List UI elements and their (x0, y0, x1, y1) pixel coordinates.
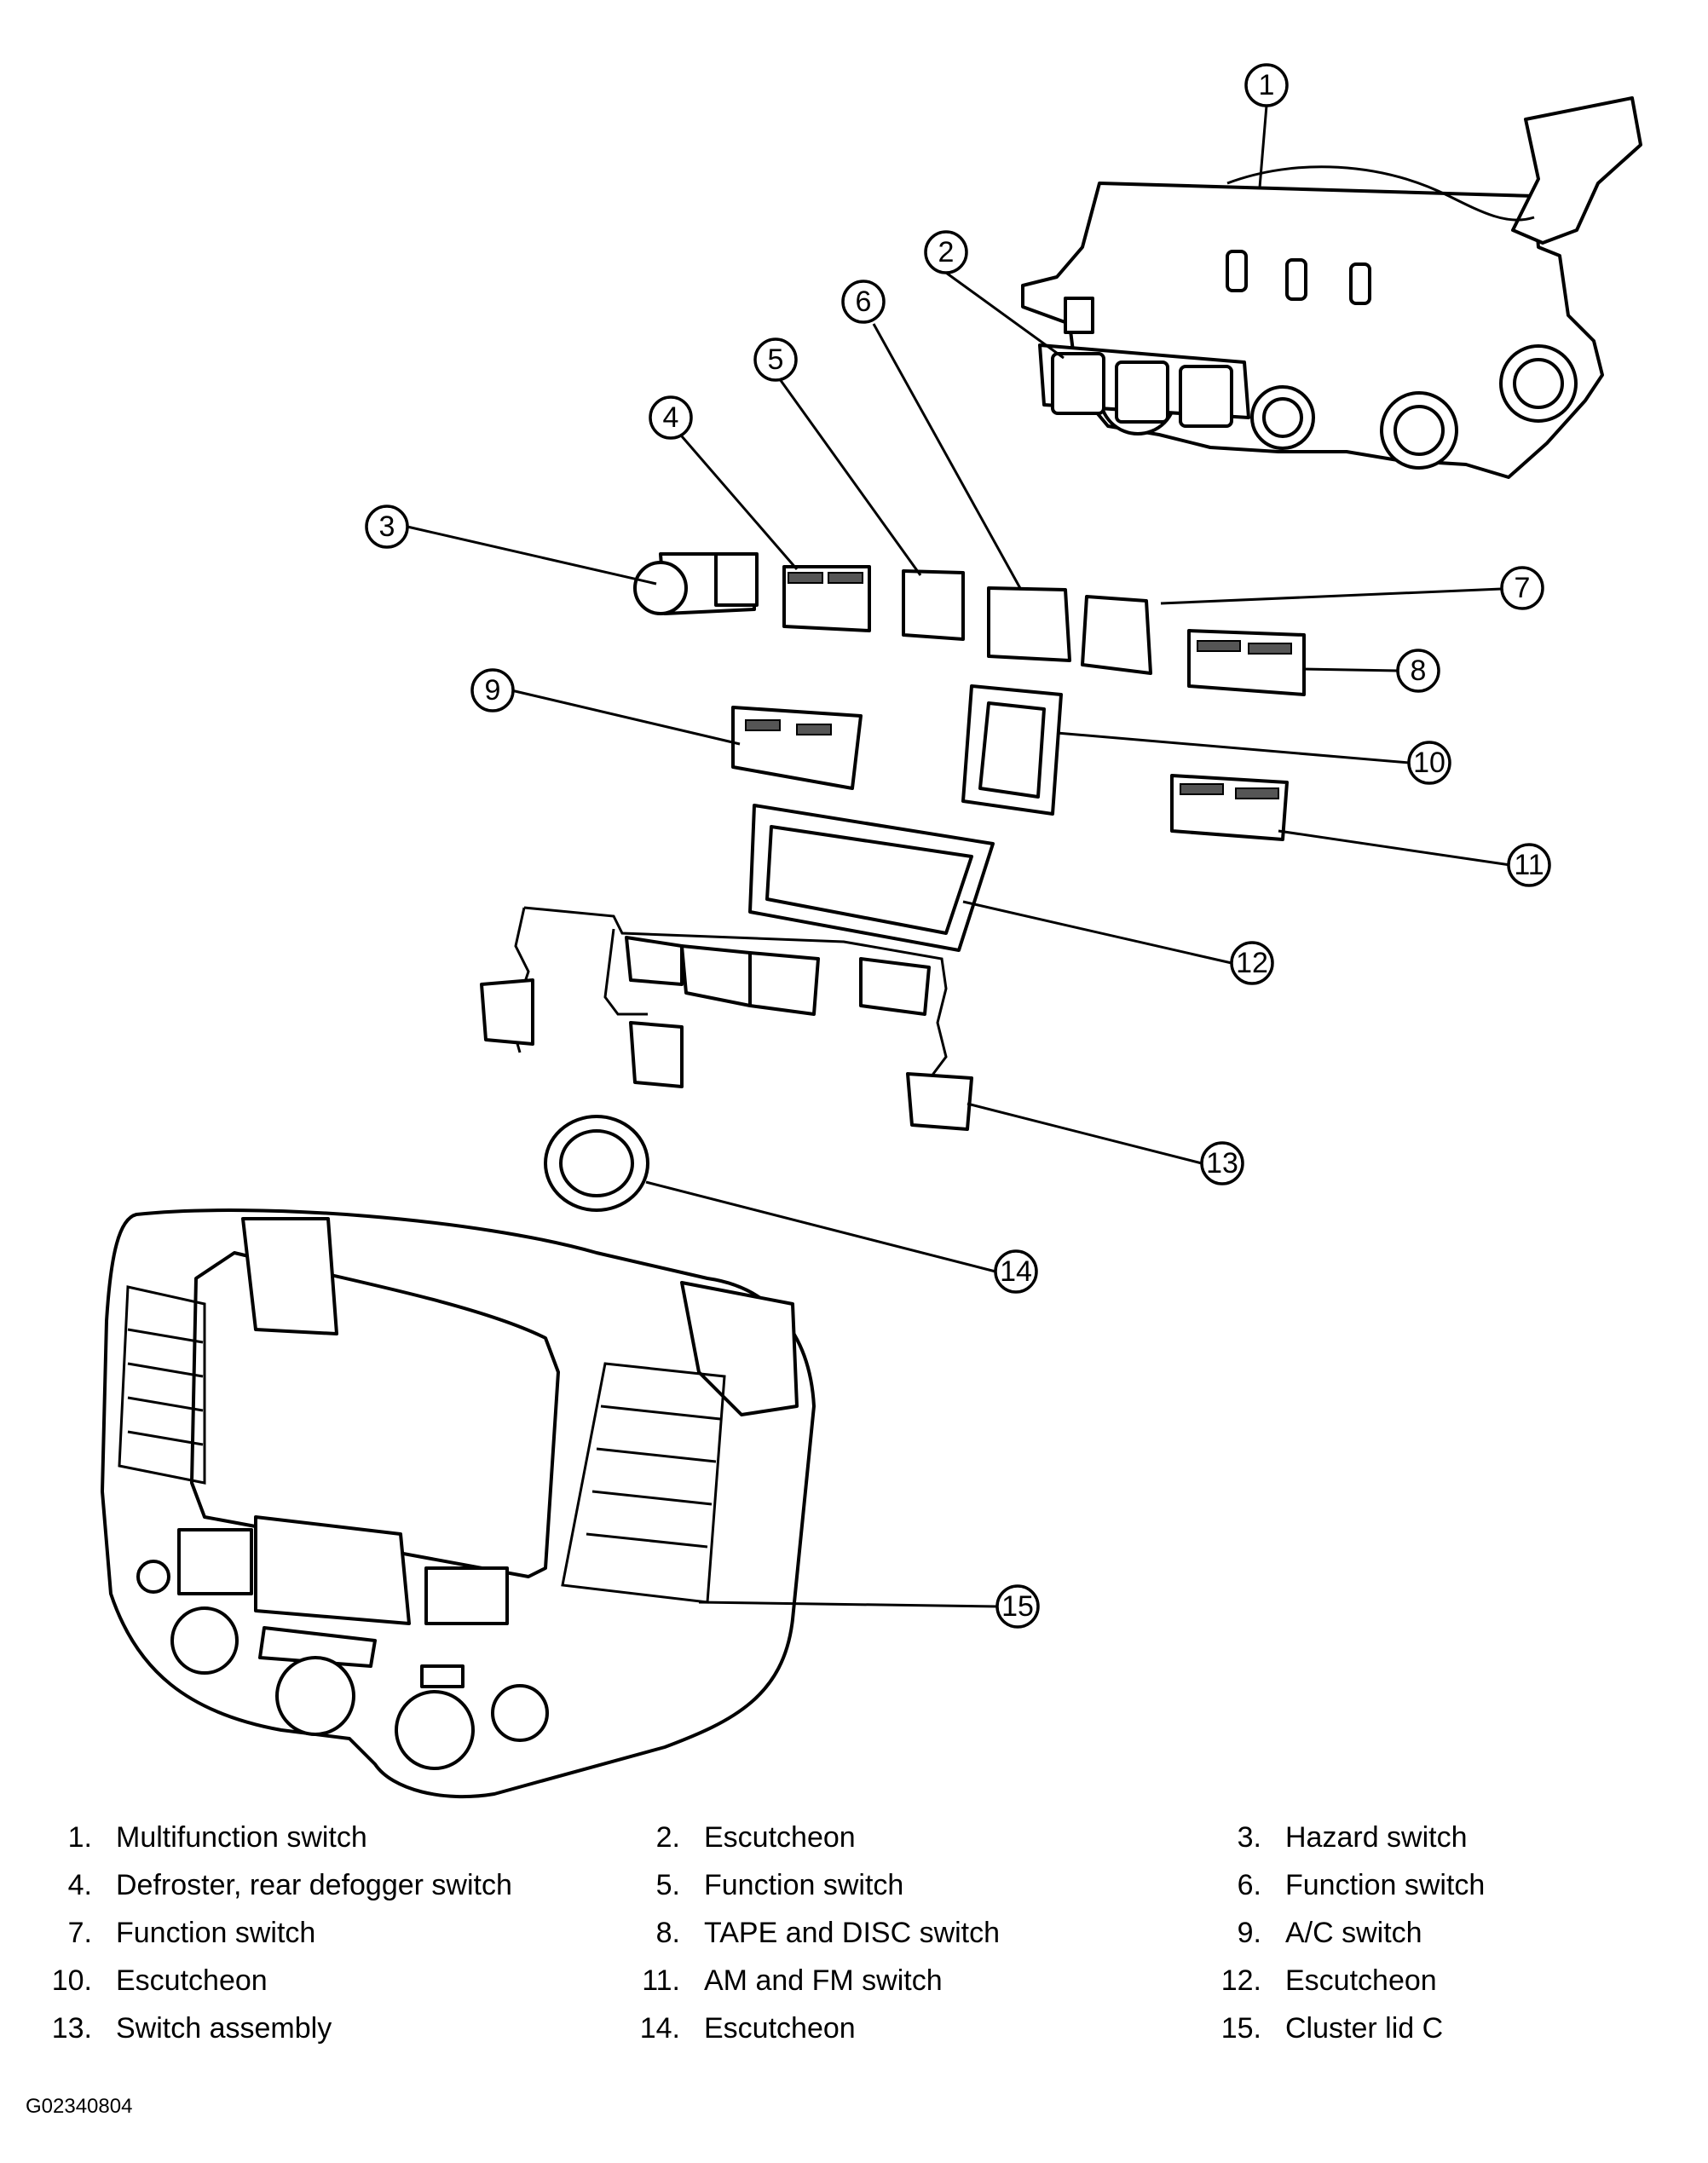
part-multifunction-switch (1021, 96, 1642, 479)
svg-text:4: 4 (663, 401, 679, 434)
legend-item-6: 6. Function switch (1195, 1861, 1486, 1909)
legend-number: 7. (67, 1917, 92, 1949)
callout-15: 15 (995, 1584, 1040, 1629)
legend-item-4: 4. Defroster, rear defogger switch (26, 1861, 512, 1909)
callout-10: 10 (1407, 741, 1451, 785)
callout-7: 7 (1500, 566, 1544, 610)
part-function-switch-5 (902, 569, 965, 641)
legend-number: 10. (51, 1964, 92, 1997)
legend-number: 1. (67, 1821, 92, 1854)
part-defroster-switch (782, 565, 871, 632)
legend-item-12: 12. Escutcheon (1195, 1957, 1437, 2004)
legend-label: Switch assembly (116, 2012, 332, 2045)
svg-text:9: 9 (485, 674, 501, 707)
legend-number: 11. (642, 1964, 680, 1997)
callout-12: 12 (1230, 941, 1274, 985)
legend-label: Escutcheon (704, 1821, 856, 1854)
legend-label: Escutcheon (704, 2012, 856, 2045)
part-escutcheon-2 (1038, 343, 1250, 428)
svg-text:10: 10 (1413, 747, 1445, 779)
part-escutcheon-14 (544, 1115, 649, 1212)
legend-number: 5. (655, 1869, 680, 1901)
callout-5: 5 (753, 337, 798, 382)
svg-text:15: 15 (1001, 1590, 1034, 1623)
legend-row: 10. Escutcheon 11. AM and FM switch 12. Esc… (26, 1957, 1688, 2004)
svg-text:5: 5 (768, 343, 784, 376)
part-cluster-lid-c (101, 1208, 816, 1799)
callout-9: 9 (470, 668, 515, 712)
legend-label: AM and FM switch (704, 1964, 943, 1997)
callout-11: 11 (1507, 843, 1551, 887)
part-switch-assembly (480, 906, 973, 1131)
legend-label: Function switch (704, 1869, 904, 1901)
part-tape-disc-switch (1187, 629, 1306, 696)
legend-number: 6. (1237, 1869, 1261, 1901)
legend-row: 1. Multifunction switch 2. Escutcheon 3. Ha… (26, 1814, 1688, 1861)
part-function-switch-6 (987, 586, 1071, 662)
legend-number: 12. (1220, 1964, 1261, 1997)
legend-label: Escutcheon (116, 1964, 268, 1997)
legend-label: A/C switch (1285, 1917, 1422, 1949)
callout-13: 13 (1200, 1141, 1244, 1185)
legend-number: 2. (655, 1821, 680, 1854)
callout-1: 1 (1244, 63, 1289, 107)
svg-text:12: 12 (1236, 947, 1268, 979)
legend-item-3: 3. Hazard switch (1195, 1814, 1468, 1861)
figure-id: G02340804 (26, 2095, 133, 2118)
legend-number: 13. (51, 2012, 92, 2045)
legend-item-8: 8. TAPE and DISC switch (614, 1909, 1000, 1957)
parts-legend: 1. Multifunction switch 2. Escutcheon 3. Ha… (26, 1814, 1688, 2052)
legend-label: TAPE and DISC switch (704, 1917, 1001, 1949)
legend-item-15: 15. Cluster lid C (1195, 2004, 1443, 2052)
legend-item-5: 5. Function switch (614, 1861, 904, 1909)
legend-number: 3. (1237, 1821, 1261, 1854)
callout-14: 14 (994, 1249, 1038, 1294)
legend-label: Escutcheon (1285, 1964, 1437, 1997)
legend-number: 14. (639, 2012, 680, 2045)
legend-row: 4. Defroster, rear defogger switch 5. Func… (26, 1861, 1688, 1909)
legend-label: Hazard switch (1285, 1821, 1468, 1854)
legend-item-14: 14. Escutcheon (614, 2004, 856, 2052)
callout-6: 6 (841, 280, 886, 324)
legend-item-13: 13. Switch assembly (26, 2004, 332, 2052)
legend-row: 7. Function switch 8. TAPE and DISC switch… (26, 1909, 1688, 1957)
svg-text:7: 7 (1515, 572, 1531, 604)
legend-label: Multifunction switch (116, 1821, 367, 1854)
legend-label: Function switch (1285, 1869, 1486, 1901)
legend-number: 15. (1220, 2012, 1261, 2045)
part-escutcheon-12 (748, 804, 995, 952)
part-hazard-switch (633, 552, 759, 615)
svg-text:13: 13 (1206, 1147, 1238, 1180)
legend-item-9: 9. A/C switch (1195, 1909, 1422, 1957)
legend-row: 13. Switch assembly 14. Escutcheon 15. Clus… (26, 2004, 1688, 2052)
legend-item-2: 2. Escutcheon (614, 1814, 856, 1861)
legend-number: 9. (1237, 1917, 1261, 1949)
legend-label: Cluster lid C (1285, 2012, 1444, 2045)
part-am-fm-switch (1170, 774, 1289, 841)
exploded-parts-diagram: 1 2 3 4 5 6 7 8 9 10 11 12 13 14 15 (101, 63, 1642, 1799)
legend-item-1: 1. Multifunction switch (26, 1814, 367, 1861)
part-ac-switch (731, 706, 863, 790)
callout-4: 4 (649, 395, 693, 440)
part-escutcheon-10 (961, 684, 1063, 816)
callout-2: 2 (924, 230, 968, 274)
legend-item-7: 7. Function switch (26, 1909, 316, 1957)
svg-text:3: 3 (379, 510, 395, 543)
legend-item-10: 10. Escutcheon (26, 1957, 268, 2004)
svg-text:2: 2 (938, 236, 955, 268)
leader-lines (407, 105, 1522, 1608)
svg-text:8: 8 (1411, 655, 1427, 687)
svg-text:14: 14 (1000, 1255, 1032, 1288)
legend-label: Defroster, rear defogger switch (116, 1869, 512, 1901)
svg-text:6: 6 (856, 286, 872, 318)
legend-number: 8. (655, 1917, 680, 1949)
legend-label: Function switch (116, 1917, 316, 1949)
part-function-switch-7 (1081, 595, 1152, 675)
callout-3: 3 (365, 505, 409, 549)
svg-text:1: 1 (1259, 69, 1275, 101)
callout-8: 8 (1396, 649, 1440, 693)
legend-number: 4. (67, 1869, 92, 1901)
legend-item-11: 11. AM and FM switch (614, 1957, 943, 2004)
svg-text:11: 11 (1514, 849, 1544, 881)
